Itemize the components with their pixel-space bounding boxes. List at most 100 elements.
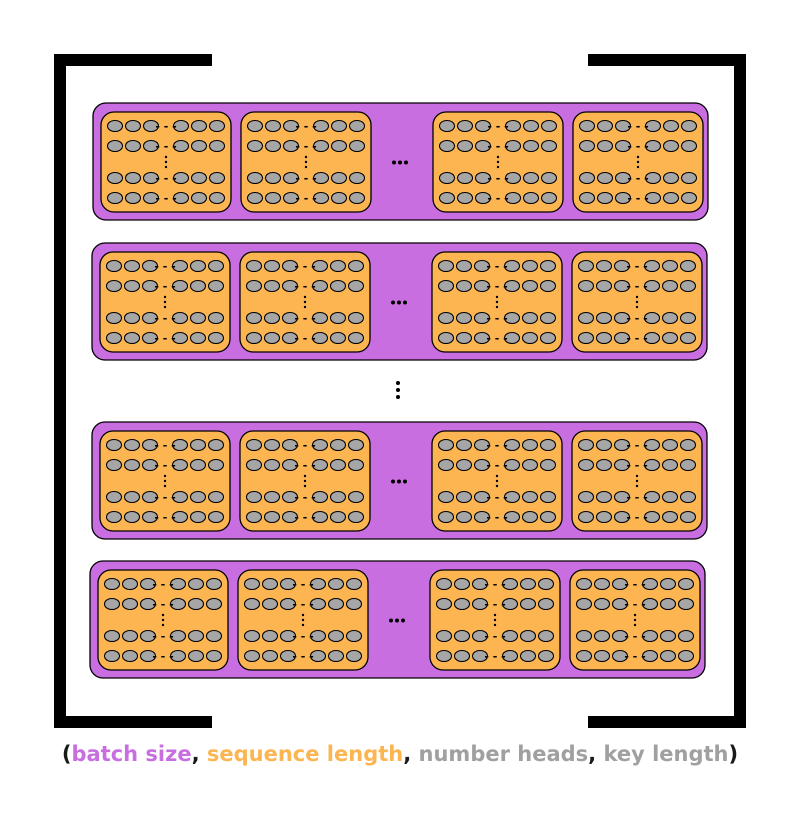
key-ellipsis: - - - — [626, 439, 647, 452]
head-row: - - - — [106, 139, 226, 153]
caption-separator: , — [191, 742, 207, 766]
key-cell — [661, 438, 679, 452]
key-cell — [471, 629, 489, 643]
dot — [303, 300, 307, 304]
head-row: - - - — [243, 597, 363, 611]
dot — [633, 613, 637, 617]
head-row: - - - — [245, 490, 365, 504]
key-cell — [539, 458, 557, 472]
key-cell — [613, 331, 631, 345]
dot — [404, 160, 408, 165]
key-ellipsis: - - - — [155, 192, 176, 205]
key-cell — [172, 171, 190, 185]
key-cell — [348, 119, 366, 133]
key-cell — [453, 649, 471, 663]
key-cell — [679, 438, 697, 452]
head-vertical-ellipsis — [633, 613, 637, 627]
key-ellipsis: - - - — [154, 332, 175, 345]
key-cell — [611, 629, 629, 643]
sequence-block: - - -- - -- - -- - - — [239, 430, 371, 532]
key-cell — [503, 279, 521, 293]
key-cell — [471, 577, 489, 591]
head-row: - - - — [435, 629, 555, 643]
key-cell — [471, 597, 489, 611]
key-cell — [577, 259, 595, 273]
key-cell — [139, 649, 157, 663]
key-ellipsis: - - - — [295, 120, 316, 133]
key-cell — [121, 577, 139, 591]
head-row: - - - — [106, 191, 226, 205]
key-cell — [141, 279, 159, 293]
key-cell — [577, 331, 595, 345]
key-cell — [205, 577, 223, 591]
key-cell — [677, 629, 695, 643]
key-cell — [537, 649, 555, 663]
key-cell — [438, 119, 456, 133]
dot — [495, 484, 499, 488]
key-cell — [680, 119, 698, 133]
key-cell — [453, 597, 471, 611]
key-cell — [311, 510, 329, 524]
key-cell — [575, 629, 593, 643]
key-cell — [263, 458, 281, 472]
head-row: - - - — [105, 458, 225, 472]
key-cell — [473, 490, 491, 504]
key-cell — [123, 510, 141, 524]
head-vertical-ellipsis — [164, 155, 168, 169]
key-cell — [473, 458, 491, 472]
key-cell — [141, 510, 159, 524]
dot — [495, 305, 499, 309]
dot — [397, 300, 401, 305]
key-cell — [205, 629, 223, 643]
key-cell — [537, 629, 555, 643]
key-cell — [281, 331, 299, 345]
key-cell — [245, 259, 263, 273]
sequence-block: - - -- - -- - -- - - — [571, 251, 703, 353]
key-cell — [659, 597, 677, 611]
dot — [635, 479, 639, 483]
head-row: - - - — [105, 259, 225, 273]
key-cell — [207, 490, 225, 504]
key-cell — [455, 311, 473, 325]
key-cell — [106, 171, 124, 185]
key-cell — [347, 510, 365, 524]
key-cell — [263, 259, 281, 273]
key-cell — [281, 279, 299, 293]
key-ellipsis: - - - — [154, 439, 175, 452]
key-cell — [680, 139, 698, 153]
dot — [303, 484, 307, 488]
key-cell — [187, 649, 205, 663]
key-cell — [139, 577, 157, 591]
key-cell — [596, 171, 614, 185]
key-cell — [503, 331, 521, 345]
key-cell — [121, 597, 139, 611]
key-cell — [105, 458, 123, 472]
key-cell — [501, 597, 519, 611]
key-cell — [577, 490, 595, 504]
key-cell — [473, 510, 491, 524]
head-vertical-ellipsis — [161, 613, 165, 627]
head-row: - - - — [575, 649, 695, 663]
key-cell — [577, 510, 595, 524]
sequence-block: - - -- - -- - -- - - — [240, 111, 372, 213]
dot — [493, 623, 497, 627]
key-cell — [540, 139, 558, 153]
key-cell — [171, 510, 189, 524]
key-ellipsis: - - - — [484, 650, 505, 663]
dot — [496, 165, 500, 169]
key-ellipsis: - - - — [295, 172, 316, 185]
caption-separator: , — [403, 742, 419, 766]
dot — [493, 618, 497, 622]
sequence-block: - - -- - -- - -- - - — [239, 251, 371, 353]
key-cell — [190, 139, 208, 153]
key-cell — [281, 438, 299, 452]
key-cell — [208, 119, 226, 133]
key-cell — [641, 649, 659, 663]
key-ellipsis: - - - — [484, 630, 505, 643]
key-cell — [261, 597, 279, 611]
key-cell — [329, 510, 347, 524]
key-ellipsis: - - - — [486, 459, 507, 472]
key-ellipsis: - - - — [295, 140, 316, 153]
key-cell — [281, 510, 299, 524]
dot — [635, 295, 639, 299]
